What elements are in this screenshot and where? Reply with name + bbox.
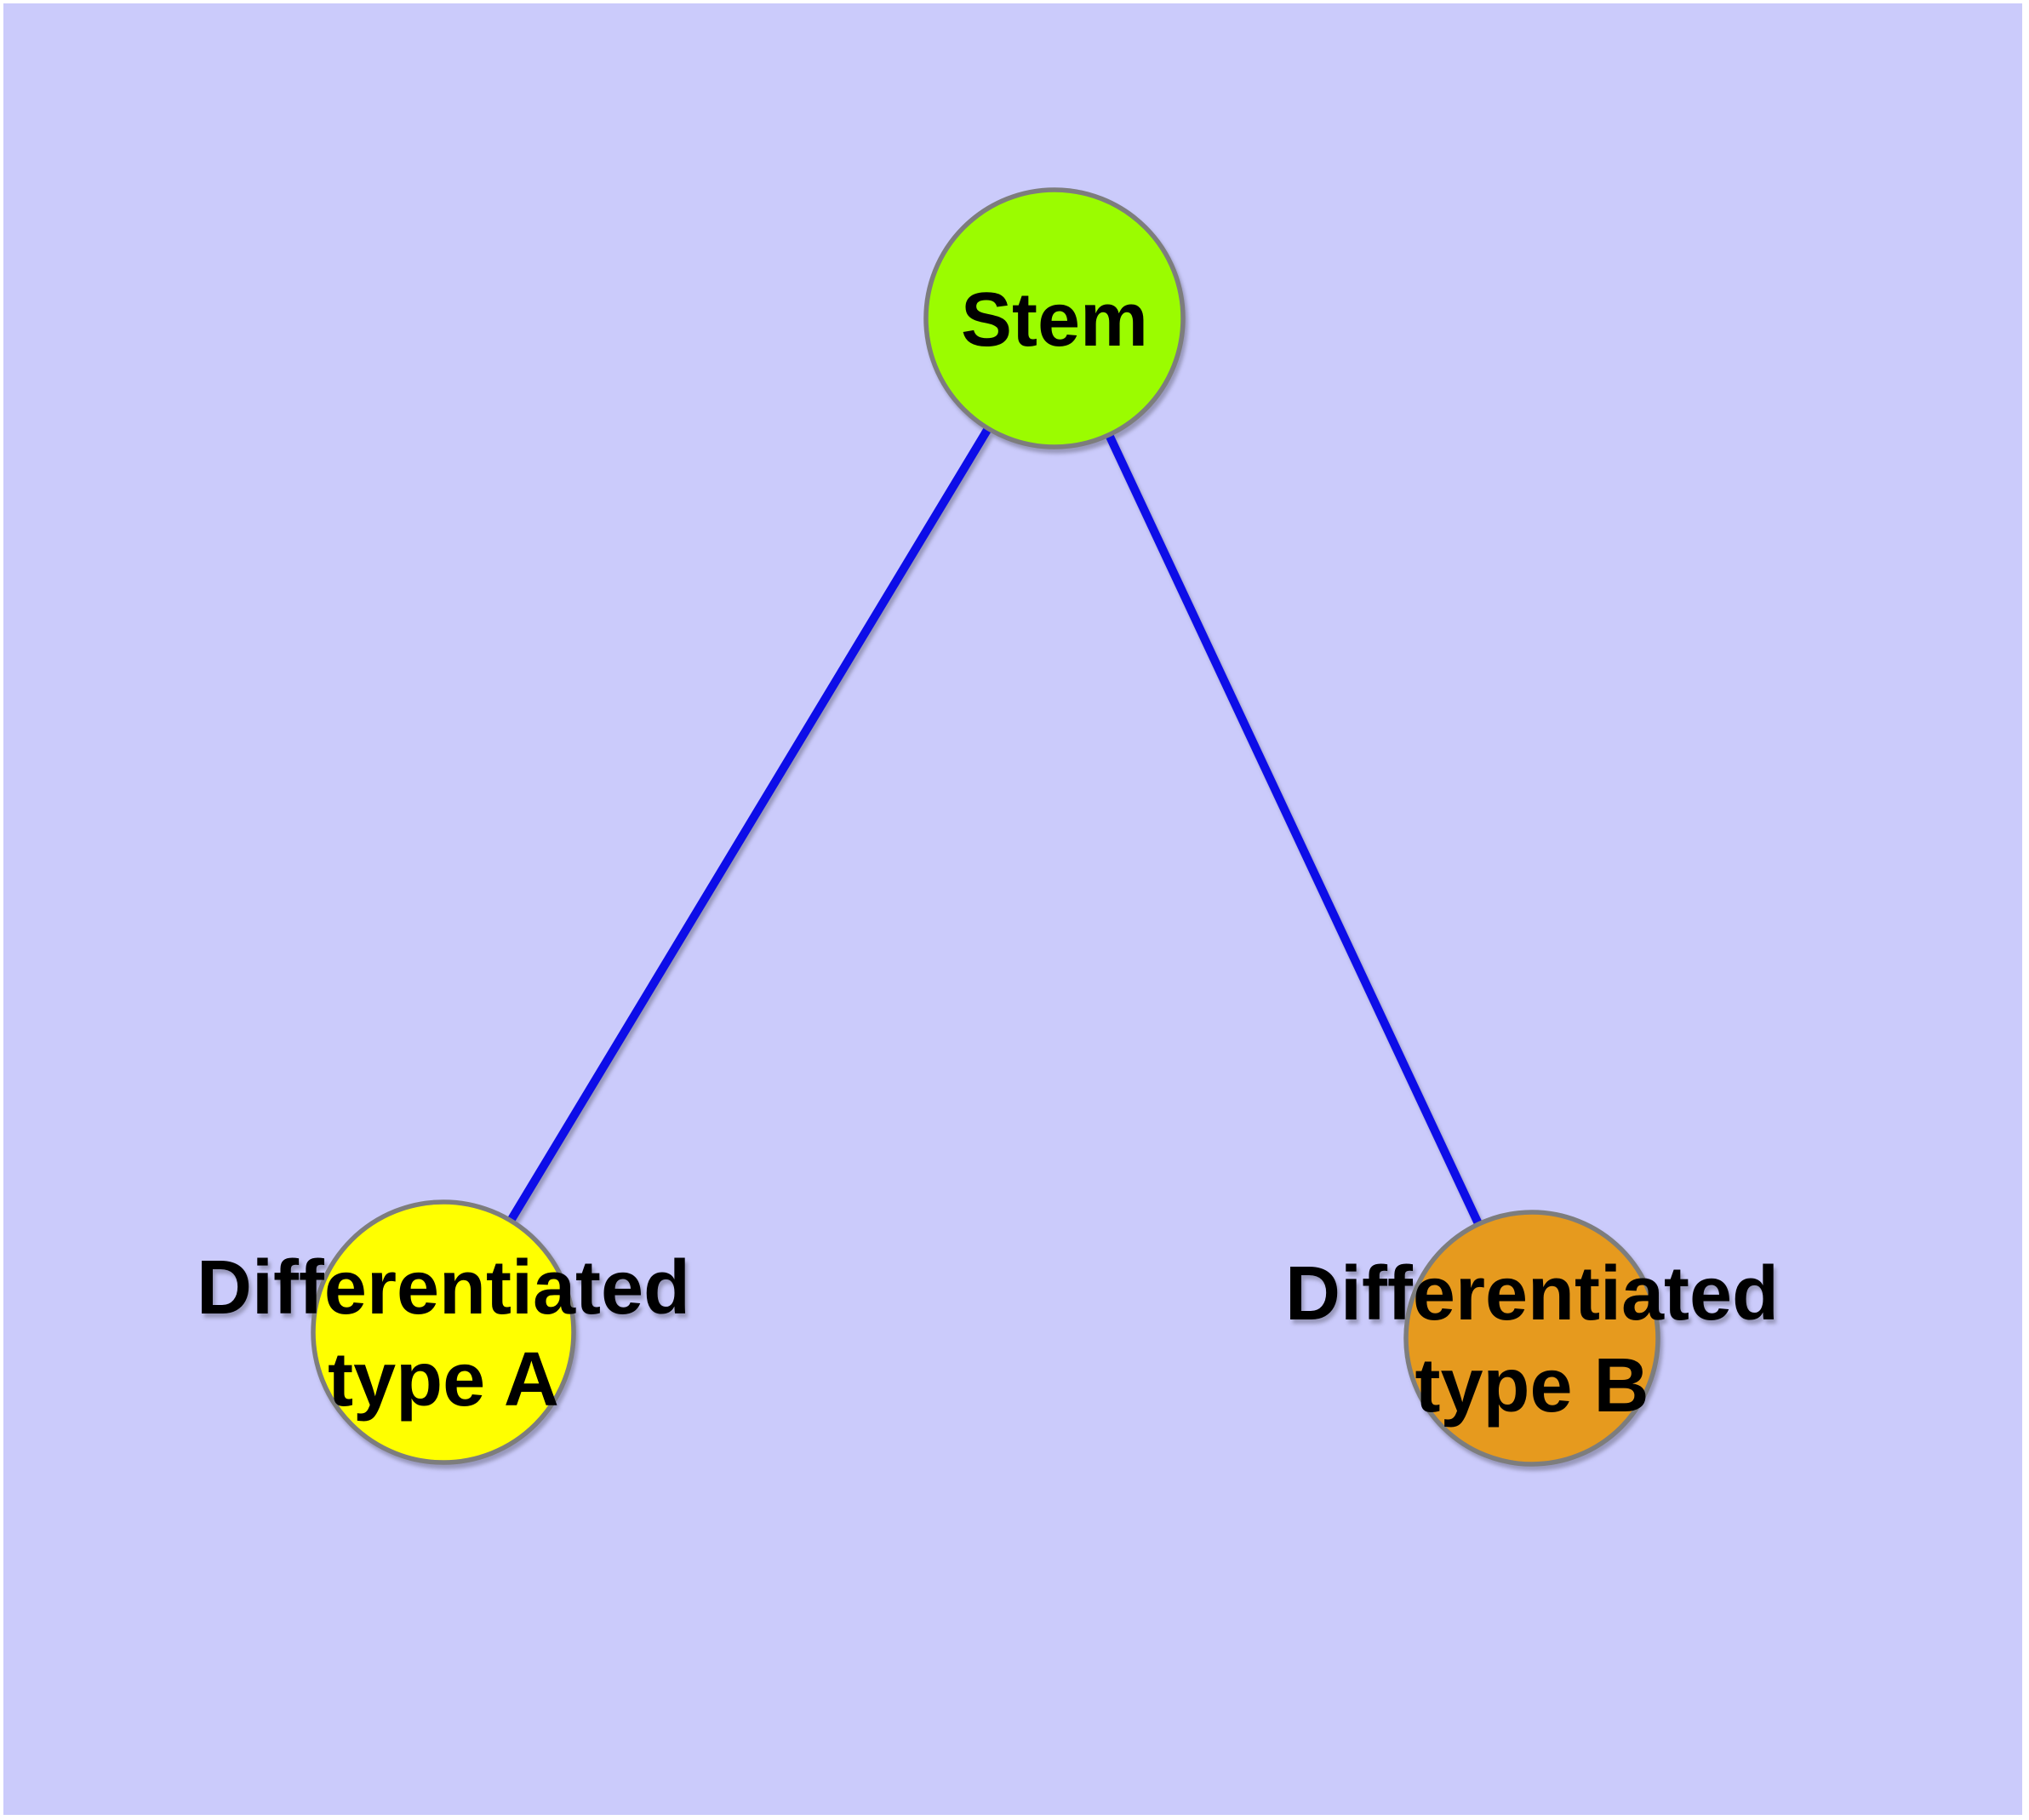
edge-stem-to-type-a: [439, 316, 1059, 1335]
node-type-b-label-line-1: Differentiated: [1285, 1251, 1779, 1336]
node-differentiated-type-b: [1403, 1210, 1660, 1467]
node-type-b-label-line-2: type B: [1415, 1343, 1649, 1428]
edge-stem-to-type-b: [1050, 316, 1536, 1341]
node-stem: [923, 187, 1186, 449]
node-type-a-label-line-1: Differentiated: [197, 1245, 690, 1331]
node-stem-label: Stem: [961, 278, 1148, 363]
node-differentiated-type-a: [311, 1199, 576, 1465]
node-type-a-label-line-2: type A: [328, 1337, 559, 1422]
